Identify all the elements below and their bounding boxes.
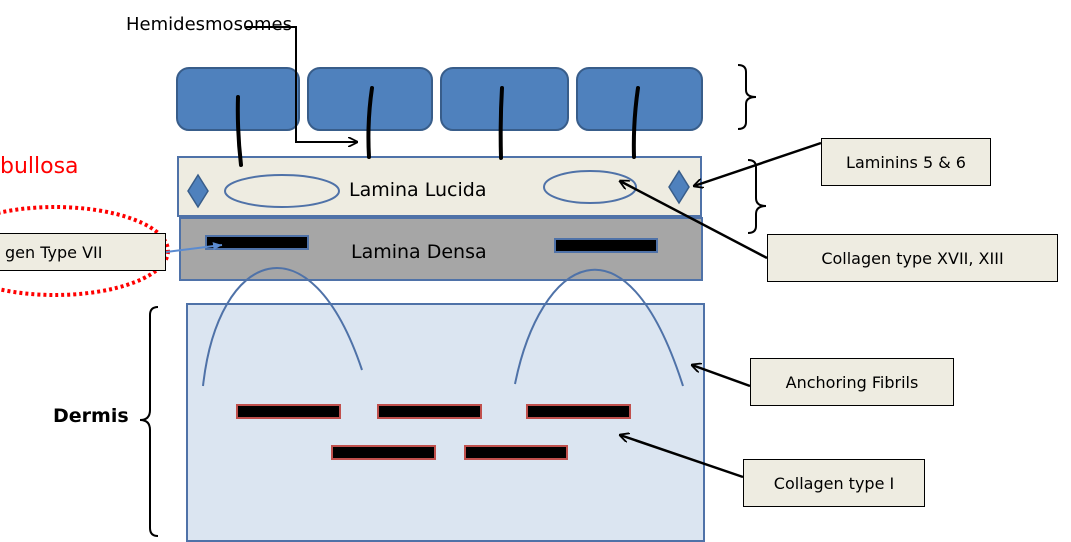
- anchoring-fibrils-callout: Anchoring Fibrils: [750, 358, 954, 406]
- collagen-i-fiber: [464, 445, 568, 460]
- anchoring-fibrils: [202, 267, 684, 387]
- collagen-i-arrow: [620, 435, 744, 479]
- collagen-i-fiber: [377, 404, 482, 419]
- hemidesmosome-filament: [235, 95, 243, 167]
- collagen-xvii-arrow: [620, 181, 768, 260]
- collagen-i-fiber: [526, 404, 631, 419]
- collagen-vii-arrow: [165, 242, 223, 253]
- collagen-xvii-ellipse: [543, 170, 637, 204]
- lamina-densa-label: Lamina Densa: [351, 241, 487, 263]
- basement-membrane-brace: [747, 159, 767, 234]
- hemidesmosome-filament: [366, 86, 374, 159]
- collagen-i-fiber: [236, 404, 341, 419]
- dermis-label: Dermis: [53, 405, 129, 427]
- anchoring-fibril-arch: [514, 268, 684, 387]
- collagen-i-fibers: [236, 404, 631, 460]
- collagen-i-callout: Collagen type I: [743, 459, 925, 507]
- laminin-diamond: [668, 169, 690, 205]
- keratinocyte-cell: [576, 67, 703, 131]
- bullosa-label: bullosa: [0, 154, 79, 179]
- anchoring-fibrils-arrow: [692, 365, 751, 388]
- dermis-brace: [139, 306, 159, 537]
- hemidesmosomes-label: Hemidesmosomes: [126, 14, 292, 35]
- keratinocyte-row: [176, 67, 703, 131]
- laminins-arrow: [694, 141, 822, 186]
- collagen-vii-bar: [205, 235, 309, 250]
- hemidesmosome-filament: [631, 86, 640, 159]
- keratinocyte-cell: [440, 67, 569, 131]
- epidermis-brace: [737, 64, 757, 130]
- collagen-i-fiber: [331, 445, 436, 460]
- hemidesmosomes-leader-line: [246, 26, 357, 142]
- laminin-diamond: [187, 173, 209, 209]
- collagen-vii-bar: [554, 238, 658, 253]
- collagen-xvii-ellipse: [224, 174, 340, 208]
- dermis-region: [186, 303, 705, 542]
- collagen-vii-callout: gen Type VII: [0, 233, 166, 271]
- hemidesmosome-filament: [498, 86, 504, 160]
- hemidesmosome-filaments: [235, 86, 640, 167]
- collagen-xvii-callout: Collagen type XVII, XIII: [767, 234, 1058, 282]
- lamina-lucida-label: Lamina Lucida: [349, 179, 487, 201]
- laminins-callout: Laminins 5 & 6: [821, 138, 991, 186]
- anchoring-fibril-arch: [202, 267, 363, 387]
